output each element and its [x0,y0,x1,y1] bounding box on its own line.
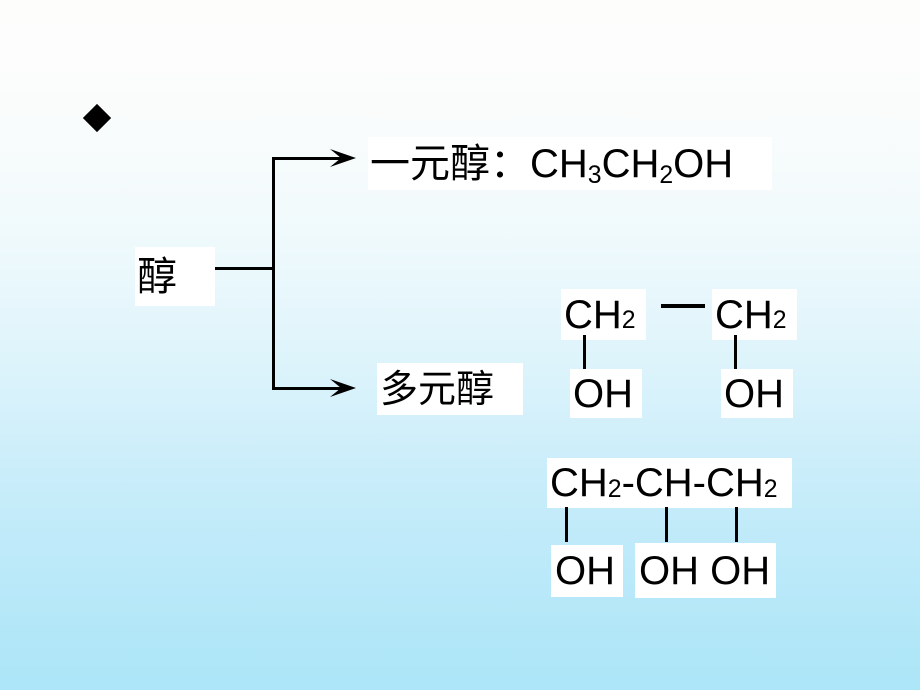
glycerol-backbone-mid: -CH- [621,461,706,505]
formula-oh-tail: OH [673,141,734,186]
glycerol-backbone-c3-sub: 2 [763,475,778,503]
formula-sub-3: 3 [587,162,602,190]
glycerol-hydroxyl-2-3: OH OH [635,543,776,598]
glycerol-backbone-c1: CH [550,461,608,505]
branch-monohydric-alcohol: 一元醇： CH3CH2OH [368,137,772,190]
branch-polyhydric-alcohol: 多元醇 [377,363,523,415]
glycerol-hydroxyl-1: OH [551,545,623,597]
glycerol-hydroxyl-bond-2 [665,507,668,542]
branch-monohydric-label: 一元醇： [370,141,530,186]
glycerol-backbone-c3: CH [706,461,764,505]
glycerol-hydroxyl-bond-3 [735,507,738,542]
glycol-left-carbon-text: CH [564,292,622,337]
glycol-right-carbon-sub: 2 [772,307,787,335]
connector-arrow-bottom-line [272,387,344,390]
glycerol-hydroxyl-2-3-text: OH OH [639,548,771,593]
connector-vertical-spine [272,157,275,390]
glycol-carbon-carbon-bond [661,304,705,308]
connector-arrow-top-line [272,157,344,160]
branch-polyhydric-label: 多元醇 [380,367,495,411]
glycol-right-hydroxyl-text: OH [724,371,784,416]
glycol-right-hydroxyl-bond [734,335,737,371]
connector-root-stub [197,267,275,270]
root-label-alcohol: 醇 [135,247,215,306]
glycol-right-hydroxyl: OH [721,369,793,418]
formula-sub-2: 2 [659,162,674,190]
glycol-right-carbon-text: CH [715,292,773,337]
glycol-left-hydroxyl-bond [583,335,586,371]
bullet-diamond-icon [82,103,112,133]
arrow-head-top-icon [330,149,356,167]
formula-ch-2: CH [601,141,660,186]
root-label-text: 醇 [137,253,177,300]
glycol-left-carbon-sub: 2 [621,307,636,335]
arrow-head-bottom-icon [330,379,356,397]
glycerol-backbone-c1-sub: 2 [607,475,622,503]
glycol-left-hydroxyl-text: OH [573,371,633,416]
glycol-left-hydroxyl: OH [570,369,642,418]
formula-ch-1: CH [530,141,588,186]
branch-monohydric-formula: CH3CH2OH [530,141,734,189]
glycerol-hydroxyl-1-text: OH [555,549,615,593]
glycerol-hydroxyl-bond-1 [565,507,568,542]
